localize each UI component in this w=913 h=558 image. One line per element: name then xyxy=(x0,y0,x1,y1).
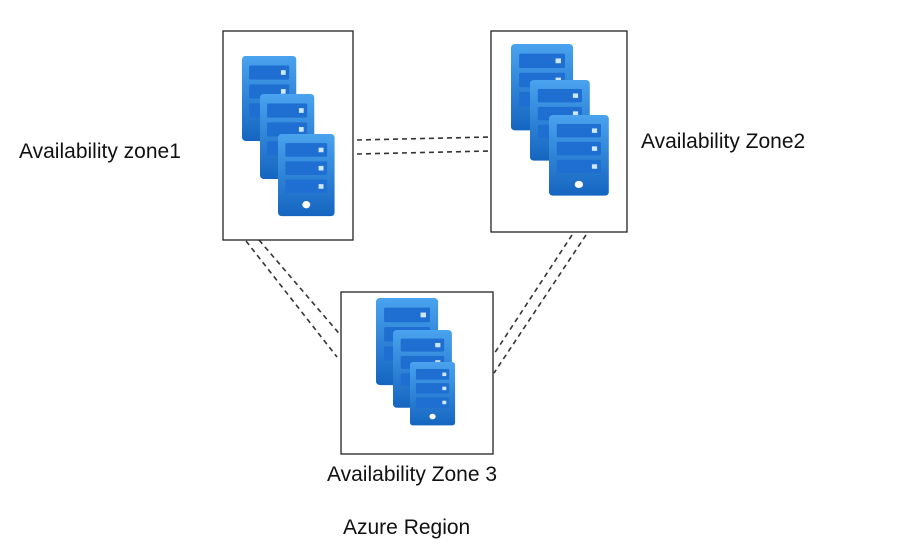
zone3-label: Availability Zone 3 xyxy=(327,463,498,486)
region-label: Azure Region xyxy=(343,516,471,539)
zone2-box xyxy=(490,30,628,233)
connector-zone2-zone3 xyxy=(493,234,587,374)
connector-zone1-zone2 xyxy=(356,136,491,155)
zone3-box xyxy=(340,291,494,455)
zone1-label: Availability zone1 xyxy=(19,140,181,163)
connector-zone1-zone3 xyxy=(245,239,344,358)
zone1-box xyxy=(222,30,354,241)
zone2-label: Availability Zone2 xyxy=(641,130,806,153)
